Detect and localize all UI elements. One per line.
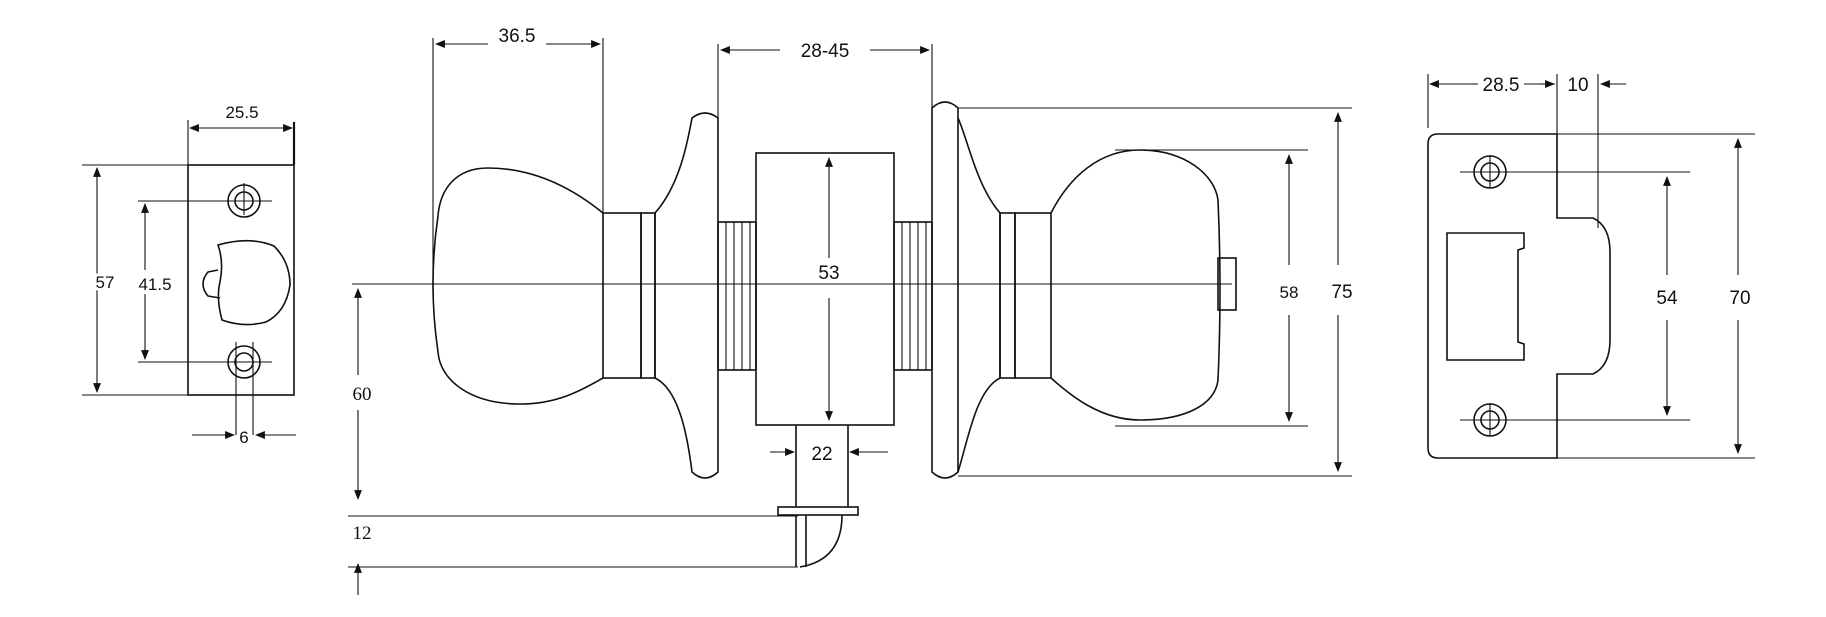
latch-hole-offset-label: 6 (239, 428, 248, 447)
backset-label: 60 (353, 384, 372, 405)
left-knob (432, 167, 604, 405)
spindle-width-label: 22 (811, 444, 832, 465)
strike-top-screw-hole (1460, 155, 1690, 189)
right-knob (1050, 149, 1221, 421)
push-button (1217, 257, 1237, 311)
latch-height-label: 57 (96, 273, 115, 292)
strike-lip-label: 10 (1567, 75, 1588, 96)
strike-bottom-screw-hole (1460, 403, 1690, 437)
latch-width-label: 25.5 (225, 103, 258, 122)
chassis-height-label: 53 (818, 263, 839, 284)
latch-bottom-screw-hole (138, 342, 272, 435)
svg-text:57: 57 (96, 273, 115, 292)
strike-plate-view: 28.5 10 54 70 (1427, 74, 1755, 459)
left-rose (654, 112, 719, 479)
strike-height-label: 70 (1729, 288, 1750, 309)
strike-hole-spacing-label: 54 (1656, 288, 1678, 309)
latch-hole-spacing-label: 41.5 (138, 275, 171, 294)
chassis-body (755, 152, 895, 426)
strike-opening (1446, 232, 1525, 361)
knob-length-label: 36.5 (499, 26, 536, 47)
latch-faceplate-view: 25.5 57 57 41.5 6 (82, 103, 296, 447)
bolt-offset-label: 12 (353, 523, 372, 544)
knob-diameter-label: 58 (1280, 283, 1299, 302)
strike-width-label: 28.5 (1483, 75, 1520, 96)
strike-plate (1427, 133, 1611, 459)
right-rose (931, 101, 959, 479)
rose-diameter-label: 75 (1331, 282, 1352, 303)
latch-top-screw-hole (138, 183, 272, 218)
left-knob-neck (602, 212, 642, 379)
latch-faceplate (187, 164, 295, 396)
knobset-side-view: 36.5 28-45 53 60 22 12 58 75 (348, 26, 1353, 595)
latch-bolt-icon (216, 239, 291, 326)
right-knob-neck (1014, 212, 1052, 379)
spindle-tail (795, 425, 849, 507)
door-thickness-label: 28-45 (801, 41, 850, 62)
